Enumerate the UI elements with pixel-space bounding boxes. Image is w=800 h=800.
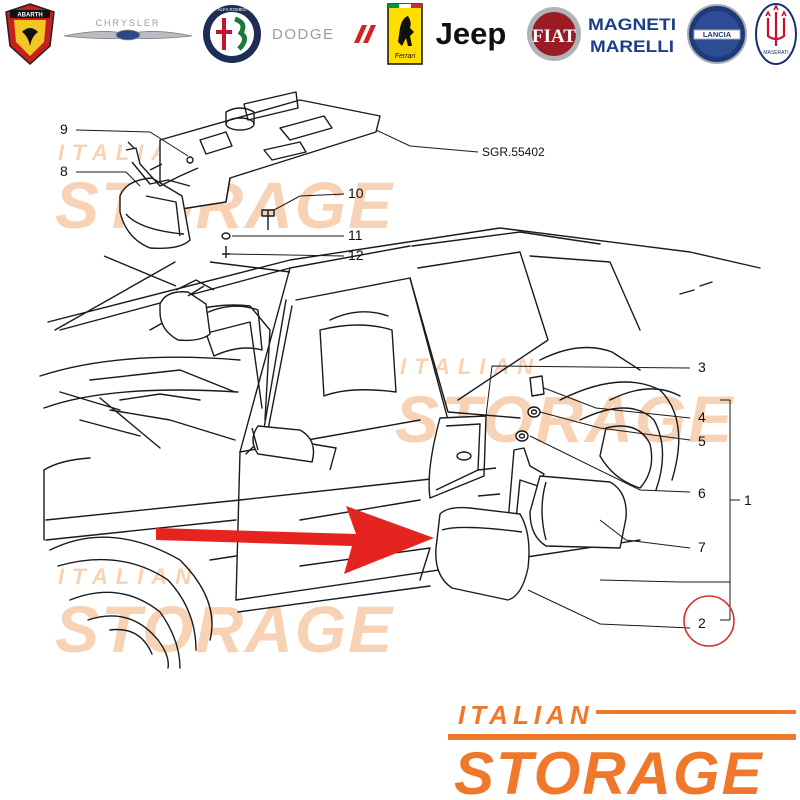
callout-1: 1 [744,492,752,508]
svg-text:LANCIA: LANCIA [703,30,732,39]
callout-3: 3 [698,359,706,375]
callout-9: 9 [60,121,68,137]
svg-text:FIAT: FIAT [532,26,576,47]
callout-4: 4 [698,409,706,425]
logo-line2: STORAGE [454,740,764,800]
svg-text:CHRYSLER: CHRYSLER [96,18,161,28]
chrysler-logo: CHRYSLER [62,0,194,68]
callout-7: 7 [698,539,706,555]
callout-2: 2 [698,615,706,631]
svg-text:Jeep: Jeep [436,16,507,51]
installed-interior-mirror [103,255,291,342]
italian-storage-logo: ITALIAN STORAGE [448,700,796,800]
svg-text:MARELLI: MARELLI [590,37,674,56]
callout-5: 5 [698,433,706,449]
brand-logo-strip: ABARTH CHRYSLER ALFA ROMEO DODGE [0,0,800,70]
callout-6: 6 [698,485,706,501]
callout-labels: 9 8 10 11 12 SGR.55402 3 4 5 6 1 7 2 [60,121,752,631]
watermark-bottom-line1: ITALIAN [58,564,199,589]
fiat-logo: FIAT [524,0,584,68]
svg-text:MAGNETI: MAGNETI [588,15,676,34]
callout-12: 12 [348,247,364,263]
exterior-mirror-exploded [428,375,627,601]
magneti-marelli-logo: MAGNETI MARELLI [586,0,678,68]
callout-leader-lines [75,129,740,629]
red-direction-arrow [156,506,434,574]
car-outline-drawing [39,227,761,669]
jeep-logo: Jeep [428,0,514,68]
watermark-bottom-line2: STORAGE [55,592,394,666]
exploded-parts-diagram: ITALIAN STORAGE ITALIAN STORAGE ITALIAN … [39,91,761,669]
maserati-logo: MASERATI [752,0,800,68]
svg-text:MASERATI: MASERATI [763,50,788,56]
callout-10: 10 [348,185,364,201]
dodge-logo: DODGE [268,0,378,68]
exterior-mirror-on-car [251,425,337,471]
alfa-romeo-logo: ALFA ROMEO [200,0,264,68]
ferrari-logo: Ferrari [384,0,426,68]
callout-11: 11 [348,227,363,243]
svg-text:ALFA ROMEO: ALFA ROMEO [217,7,247,12]
abarth-logo: ABARTH [0,0,60,68]
callout-8: 8 [60,163,68,179]
reference-code: SGR.55402 [482,145,545,159]
svg-text:Ferrari: Ferrari [395,53,416,60]
watermark-bottom: ITALIAN STORAGE [55,564,394,666]
lancia-logo: LANCIA [684,0,750,68]
logo-line1: ITALIAN [458,700,594,730]
interior-mirror-housing [119,91,381,258]
svg-text:DODGE: DODGE [272,26,335,43]
svg-text:ABARTH: ABARTH [17,13,42,19]
highlight-circle [683,595,735,647]
